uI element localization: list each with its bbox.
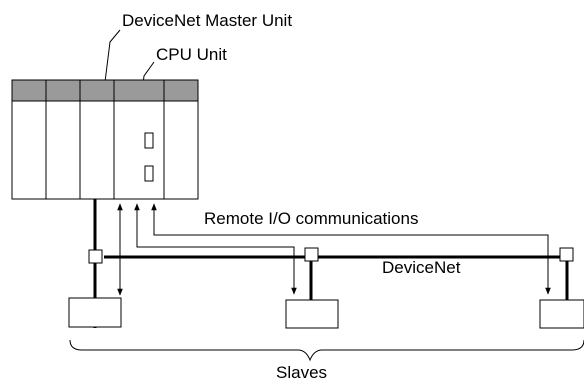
slaves-label: Slaves [276,363,327,382]
cpu-unit-label: CPU Unit [156,45,227,64]
cpu-indicator-top [144,132,154,149]
slave-1 [68,297,122,328]
master-unit-label: DeviceNet Master Unit [122,11,292,30]
tap-2 [304,247,319,262]
slave-2 [285,299,339,329]
slaves-brace [69,339,584,362]
devicenet-label: DeviceNet [382,258,461,277]
tap-1 [88,249,103,264]
cpu-indicator-bottom [144,165,154,182]
remote-io-label: Remote I/O communications [204,209,418,228]
cpu-to-slave3-arrow [151,203,551,295]
slave-3 [539,299,584,329]
plc-rack [11,79,199,200]
tap-3 [559,247,574,262]
